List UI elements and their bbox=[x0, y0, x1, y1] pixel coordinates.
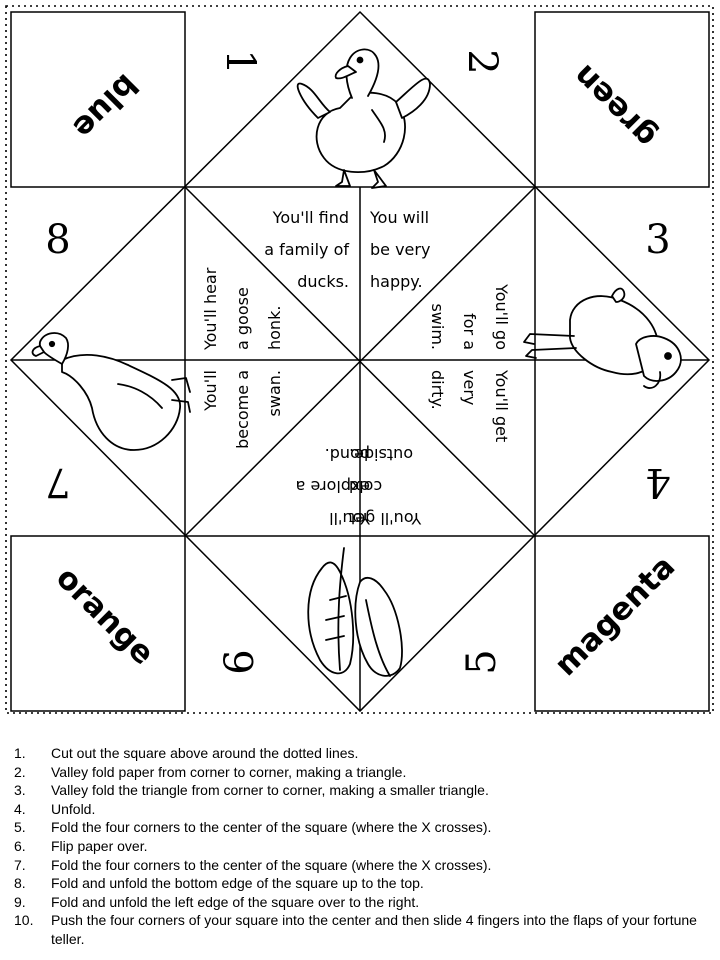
fortune-line: ducks. bbox=[297, 272, 349, 291]
fortune-line: swim. bbox=[428, 303, 447, 350]
flap-number-4: 4 bbox=[645, 459, 670, 505]
instruction-number: 8. bbox=[14, 875, 26, 892]
instruction-text: Fold and unfold the left edge of the squ… bbox=[51, 893, 420, 910]
fortune-line: be very bbox=[370, 240, 430, 259]
corner-label-green: green bbox=[566, 57, 663, 154]
instruction-item: 3. Valley fold the triangle from corner t… bbox=[14, 781, 704, 800]
instruction-item: 5. Fold the four corners to the center of… bbox=[14, 818, 704, 837]
feather-icon bbox=[307, 547, 403, 677]
flap-number-5: 5 bbox=[459, 649, 505, 674]
fortune-cold: You'll get cold outside. bbox=[349, 445, 422, 528]
instruction-text: Cut out the square above around the dott… bbox=[51, 745, 359, 761]
fortune-happy: You will be very happy. bbox=[369, 208, 430, 291]
instruction-text: Fold and unfold the bottom edge of the s… bbox=[51, 875, 424, 892]
instruction-item: 8. Fold and unfold the bottom edge of the… bbox=[14, 874, 704, 893]
goose-icon bbox=[31, 332, 191, 451]
fortune-teller-sheet: blue green orange magenta 1 2 3 4 5 6 7 … bbox=[5, 5, 714, 714]
instruction-number: 9. bbox=[14, 893, 26, 910]
instruction-text: Push the four corners of your square int… bbox=[51, 912, 697, 947]
flap-number-2: 2 bbox=[459, 49, 505, 74]
instruction-text: Flip paper over. bbox=[51, 837, 148, 854]
instruction-number: 6. bbox=[14, 837, 26, 854]
fortune-line: You will bbox=[369, 208, 429, 227]
fortune-line: outside. bbox=[349, 445, 413, 464]
flap-number-7: 7 bbox=[45, 459, 70, 505]
fortune-hear: You'll hear a goose honk. bbox=[201, 267, 284, 351]
corner-label-orange: orange bbox=[49, 560, 161, 672]
instruction-number: 3. bbox=[14, 782, 26, 799]
fortune-line: a goose bbox=[233, 287, 252, 350]
fortune-line: for a bbox=[460, 313, 479, 350]
flap-number-8: 8 bbox=[45, 217, 70, 263]
instruction-number: 2. bbox=[14, 763, 26, 780]
corner-square-bottom-right bbox=[534, 535, 710, 712]
fortune-line: You'll find bbox=[272, 208, 349, 227]
fortune-family: You'll find a family of ducks. bbox=[264, 208, 349, 291]
instruction-item: 4. Unfold. bbox=[14, 800, 704, 819]
fortune-dirty: You'll get very dirty. bbox=[428, 369, 511, 442]
fortune-swim: You'll go for a swim. bbox=[428, 283, 511, 350]
instructions-list: 1. Cut out the square above around the do… bbox=[14, 744, 704, 949]
instruction-item: 10. Push the four corners of your square … bbox=[14, 911, 704, 948]
fortune-line: happy. bbox=[370, 272, 423, 291]
duckling-icon bbox=[523, 287, 682, 389]
flap-number-6: 6 bbox=[217, 649, 263, 674]
fortune-line: You'll get bbox=[349, 509, 422, 528]
fortune-pond: You'll explore a pond. bbox=[296, 445, 371, 528]
instruction-text: Fold the four corners to the center of t… bbox=[51, 856, 492, 873]
instruction-number: 5. bbox=[14, 819, 26, 836]
crease-diagonal-b bbox=[184, 186, 536, 537]
instruction-number: 4. bbox=[14, 800, 26, 817]
flap-number-1: 1 bbox=[217, 49, 263, 74]
fortune-line: a family of bbox=[264, 240, 349, 259]
fortune-line: explore a bbox=[296, 477, 370, 496]
fortune-line: You'll get bbox=[492, 369, 511, 442]
fortune-line: swan. bbox=[265, 370, 284, 416]
fortune-line: become a bbox=[233, 370, 252, 449]
fortune-line: You'll bbox=[329, 509, 371, 528]
instruction-item: 2. Valley fold paper from corner to corne… bbox=[14, 763, 704, 782]
instruction-item: 9. Fold and unfold the left edge of the s… bbox=[14, 893, 704, 912]
flap-number-3: 3 bbox=[645, 217, 670, 263]
instruction-text: Fold the four corners to the center of t… bbox=[51, 819, 492, 836]
instruction-number: 10. bbox=[14, 912, 34, 929]
duck-icon bbox=[296, 48, 431, 189]
instruction-text: Valley fold paper from corner to corner,… bbox=[51, 763, 407, 780]
corner-square-top-left bbox=[10, 11, 186, 188]
fortune-line: You'll bbox=[201, 370, 220, 412]
fortune-line: honk. bbox=[265, 306, 284, 350]
instruction-item: 6. Flip paper over. bbox=[14, 837, 704, 856]
instruction-item: 1. Cut out the square above around the do… bbox=[14, 744, 704, 763]
fortune-line: very bbox=[460, 370, 479, 405]
corner-square-bottom-left bbox=[10, 535, 186, 712]
fortune-line: dirty. bbox=[428, 370, 447, 410]
instruction-text: Unfold. bbox=[51, 800, 96, 817]
instruction-text: Valley fold the triangle from corner to … bbox=[51, 782, 489, 799]
instruction-number: 1. bbox=[14, 745, 26, 761]
corner-square-top-right bbox=[534, 11, 710, 188]
fortune-swan: You'll become a swan. bbox=[201, 370, 284, 449]
corner-label-blue: blue bbox=[66, 67, 145, 146]
instruction-item: 7. Fold the four corners to the center of… bbox=[14, 856, 704, 875]
fortune-line: cold bbox=[349, 477, 382, 496]
instruction-number: 7. bbox=[14, 856, 26, 873]
corner-label-magenta: magenta bbox=[548, 549, 683, 684]
fortune-line: You'll hear bbox=[201, 267, 220, 351]
fortune-line: pond. bbox=[325, 445, 370, 464]
fortune-line: You'll go bbox=[492, 283, 511, 350]
